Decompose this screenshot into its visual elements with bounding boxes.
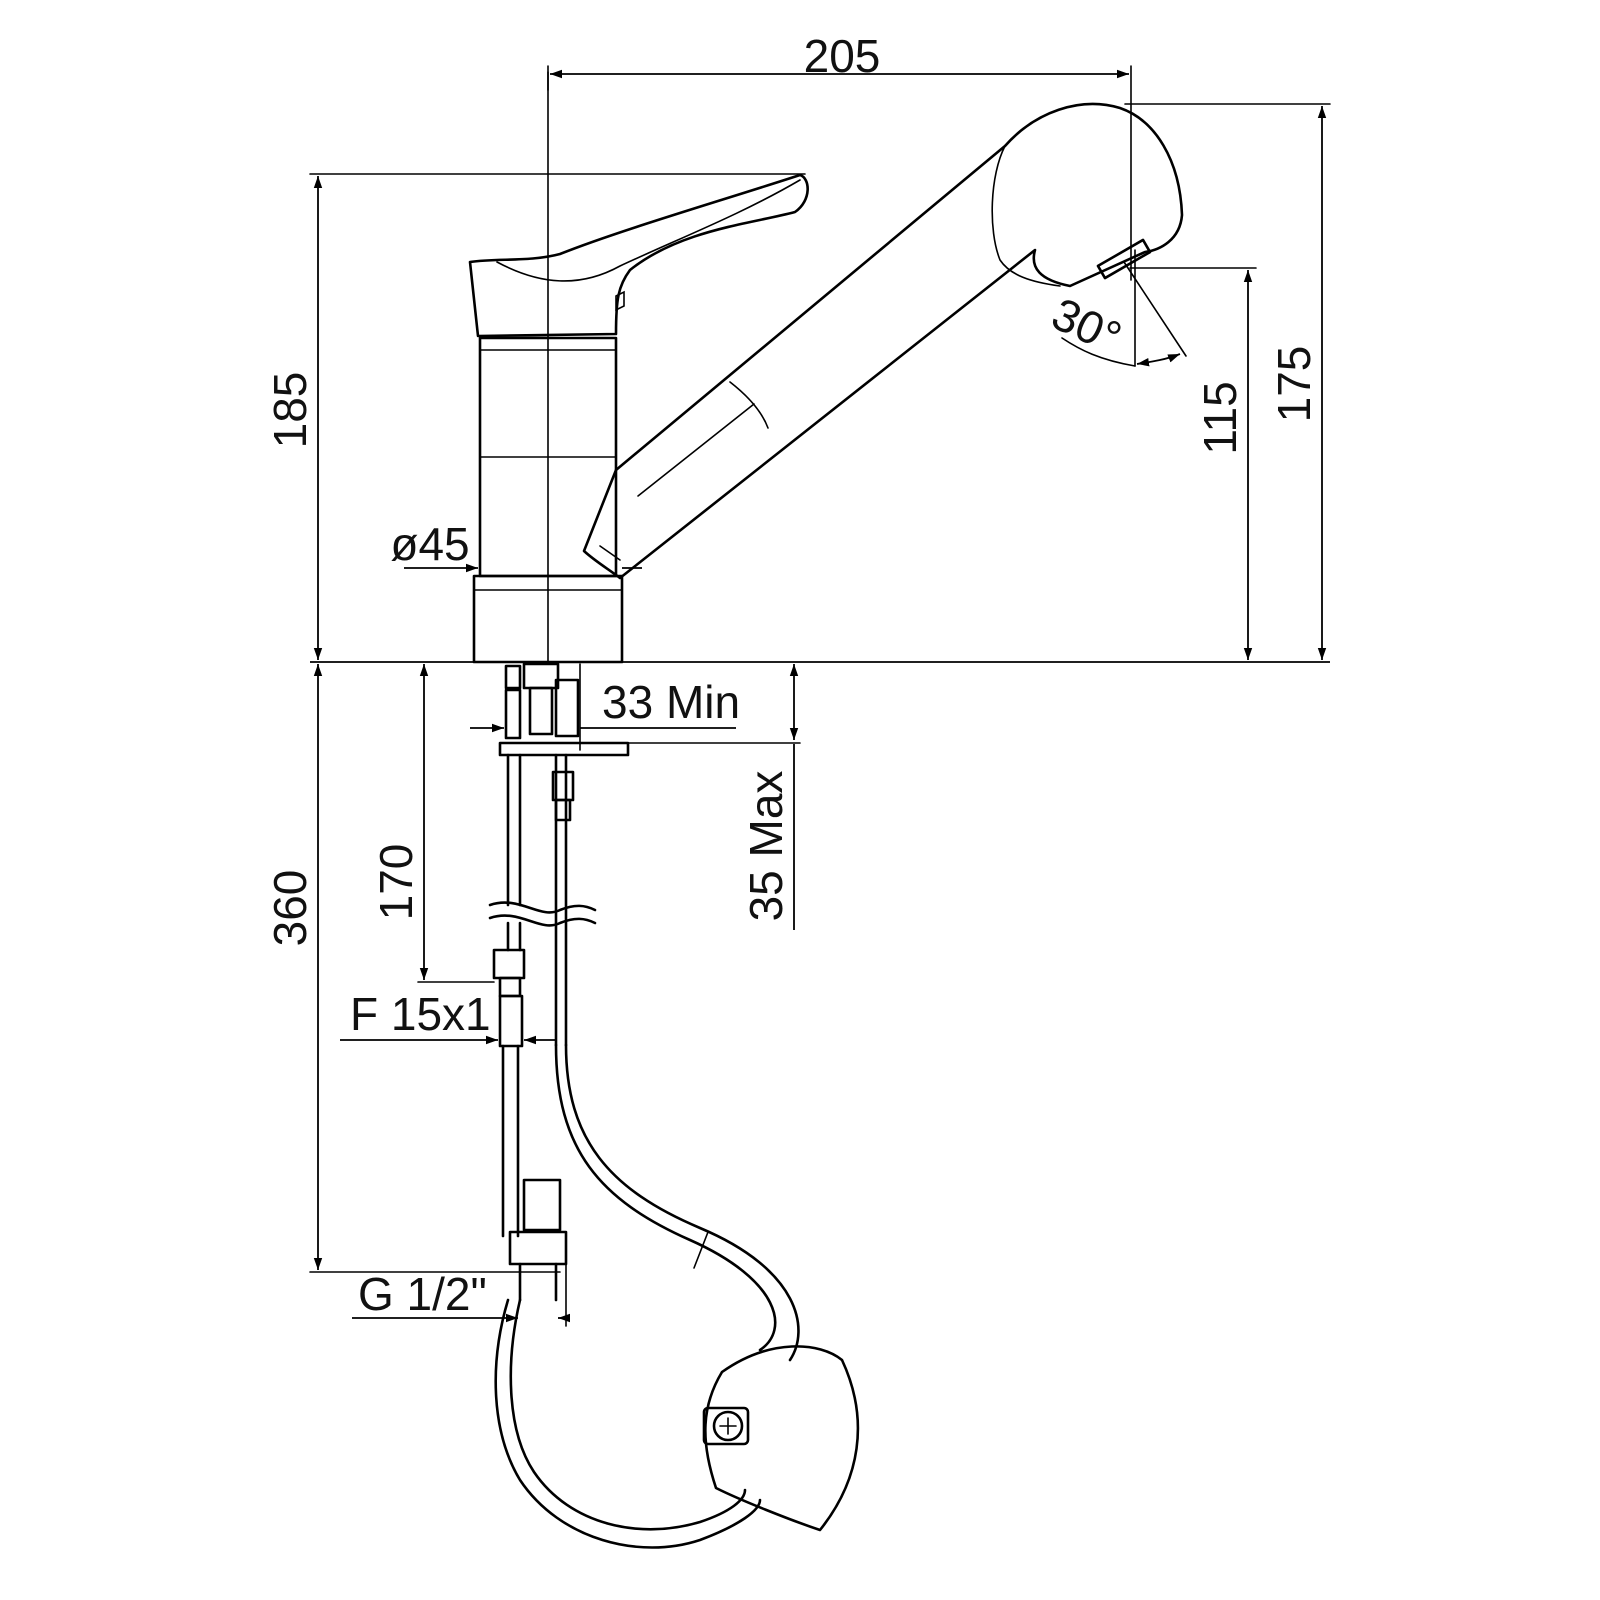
hose-weight xyxy=(704,1345,860,1532)
dim-185-label: 185 xyxy=(264,372,316,449)
dim-30-angle-label: 30° xyxy=(1044,287,1129,364)
dim-45-diameter-label: ø45 xyxy=(390,518,469,570)
dim-360-label: 360 xyxy=(264,870,316,947)
flexible-hose xyxy=(554,1043,777,1352)
g-1-2-thread-label: G 1/2" xyxy=(358,1268,487,1320)
faucet-body xyxy=(310,71,1330,664)
spray-outlet xyxy=(1096,238,1152,280)
mounting-plate xyxy=(498,741,630,757)
screw-icon xyxy=(712,1410,744,1442)
dimension-labels: 205 185 175 115 30° ø45 360 170 33 Min 3… xyxy=(264,30,1320,1320)
dim-175-label: 175 xyxy=(1268,346,1320,423)
dimension-lines xyxy=(309,65,1331,1327)
dim-205-label: 205 xyxy=(804,30,881,82)
dim-33-min-label: 33 Min xyxy=(602,676,740,728)
dim-35-max-label: 35 Max xyxy=(740,771,792,922)
dim-115-label: 115 xyxy=(1194,381,1246,454)
pull-out-spout xyxy=(582,102,1184,580)
under-counter-fittings xyxy=(488,662,860,1549)
lever-handle xyxy=(468,173,809,338)
dim-170-label: 170 xyxy=(370,844,422,921)
f-15x1-thread-label: F 15x1 xyxy=(350,988,491,1040)
